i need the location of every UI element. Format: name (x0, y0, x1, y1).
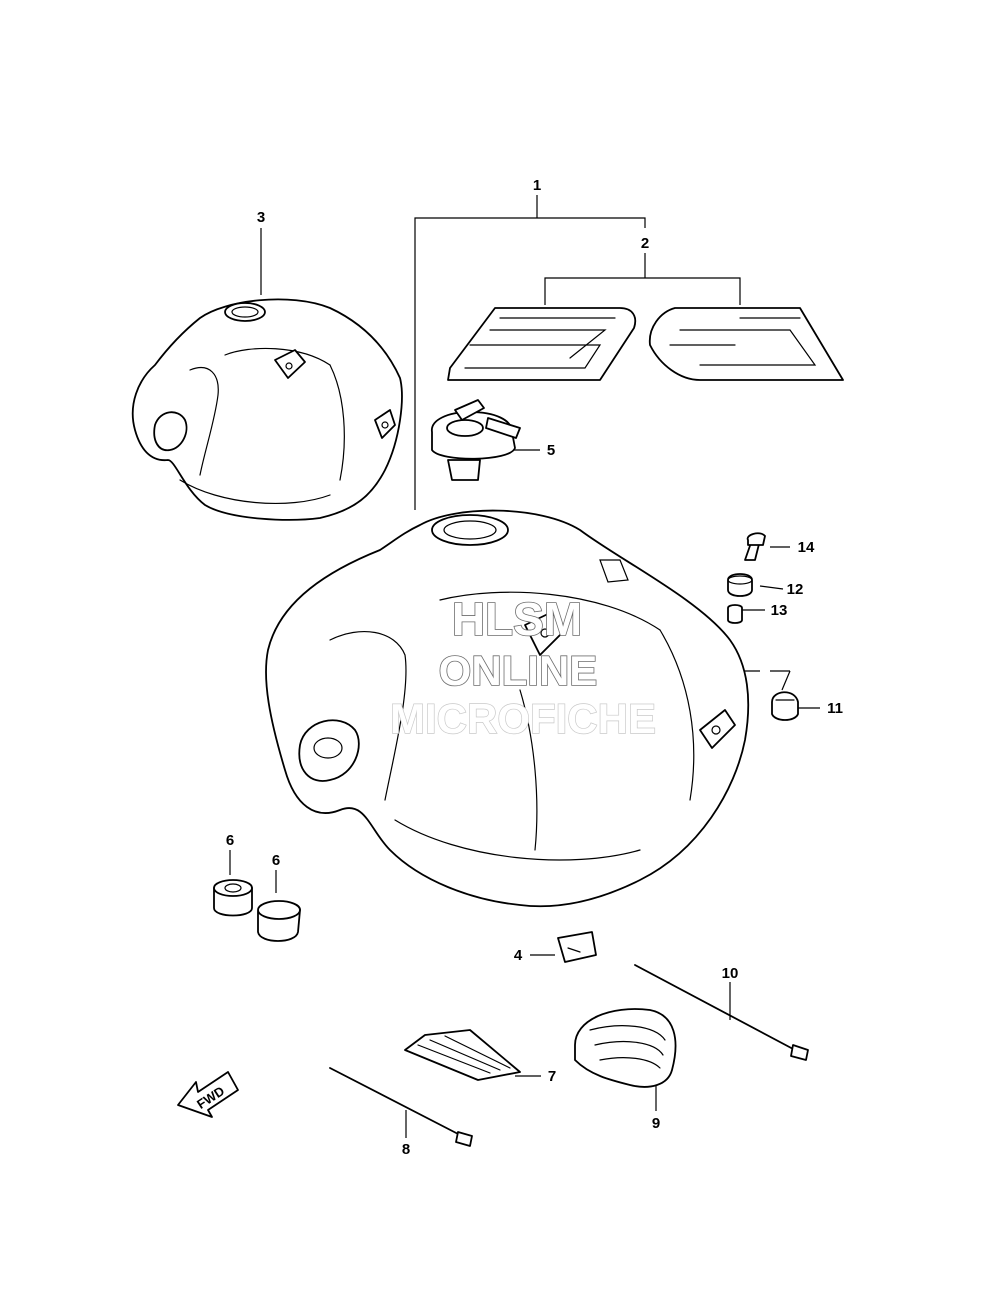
callout-labels: 1 2 3 5 14 12 13 11 6 6 4 10 7 9 8 (226, 177, 843, 1158)
callout-5: 5 (547, 442, 555, 459)
callout-3: 3 (257, 209, 265, 226)
fuel-cap-icon (431, 399, 521, 481)
watermark-line2: ONLINE (439, 647, 598, 694)
callout-2: 2 (641, 235, 649, 252)
clip-icon (557, 931, 597, 963)
cushion-icon (404, 1029, 521, 1081)
grommet-icon (257, 900, 301, 942)
callout-7: 7 (548, 1068, 556, 1085)
collar-icon (727, 573, 753, 597)
fuel-tank-icon (265, 509, 750, 908)
callout-9: 9 (652, 1115, 660, 1132)
leader-lines (229, 195, 820, 1138)
callout-12: 12 (787, 581, 804, 598)
emblem-icon (447, 307, 844, 381)
nut-icon (771, 691, 799, 721)
callout-6b: 6 (272, 852, 280, 869)
watermark-line3: MICROFICHE (390, 695, 656, 742)
cushion-icon (574, 1008, 677, 1088)
watermark: HLSM ONLINE MICROFICHE (389, 592, 656, 743)
callout-14: 14 (798, 539, 815, 556)
callout-11: 11 (827, 700, 843, 717)
spacer-icon (727, 604, 743, 624)
callout-10: 10 (722, 965, 739, 982)
callout-6a: 6 (226, 832, 234, 849)
cable-tie-icon (329, 1067, 473, 1147)
bolt-icon (744, 532, 766, 561)
callout-8: 8 (402, 1141, 410, 1158)
callout-4: 4 (514, 947, 523, 964)
grommet-icon (213, 879, 253, 917)
callout-1: 1 (533, 177, 541, 194)
callout-13: 13 (771, 602, 788, 619)
watermark-line1: HLSM (452, 593, 582, 645)
cable-tie-icon (634, 964, 809, 1061)
fuel-tank-icon (131, 298, 403, 521)
fwd-arrow-icon: FWD (177, 1071, 239, 1118)
